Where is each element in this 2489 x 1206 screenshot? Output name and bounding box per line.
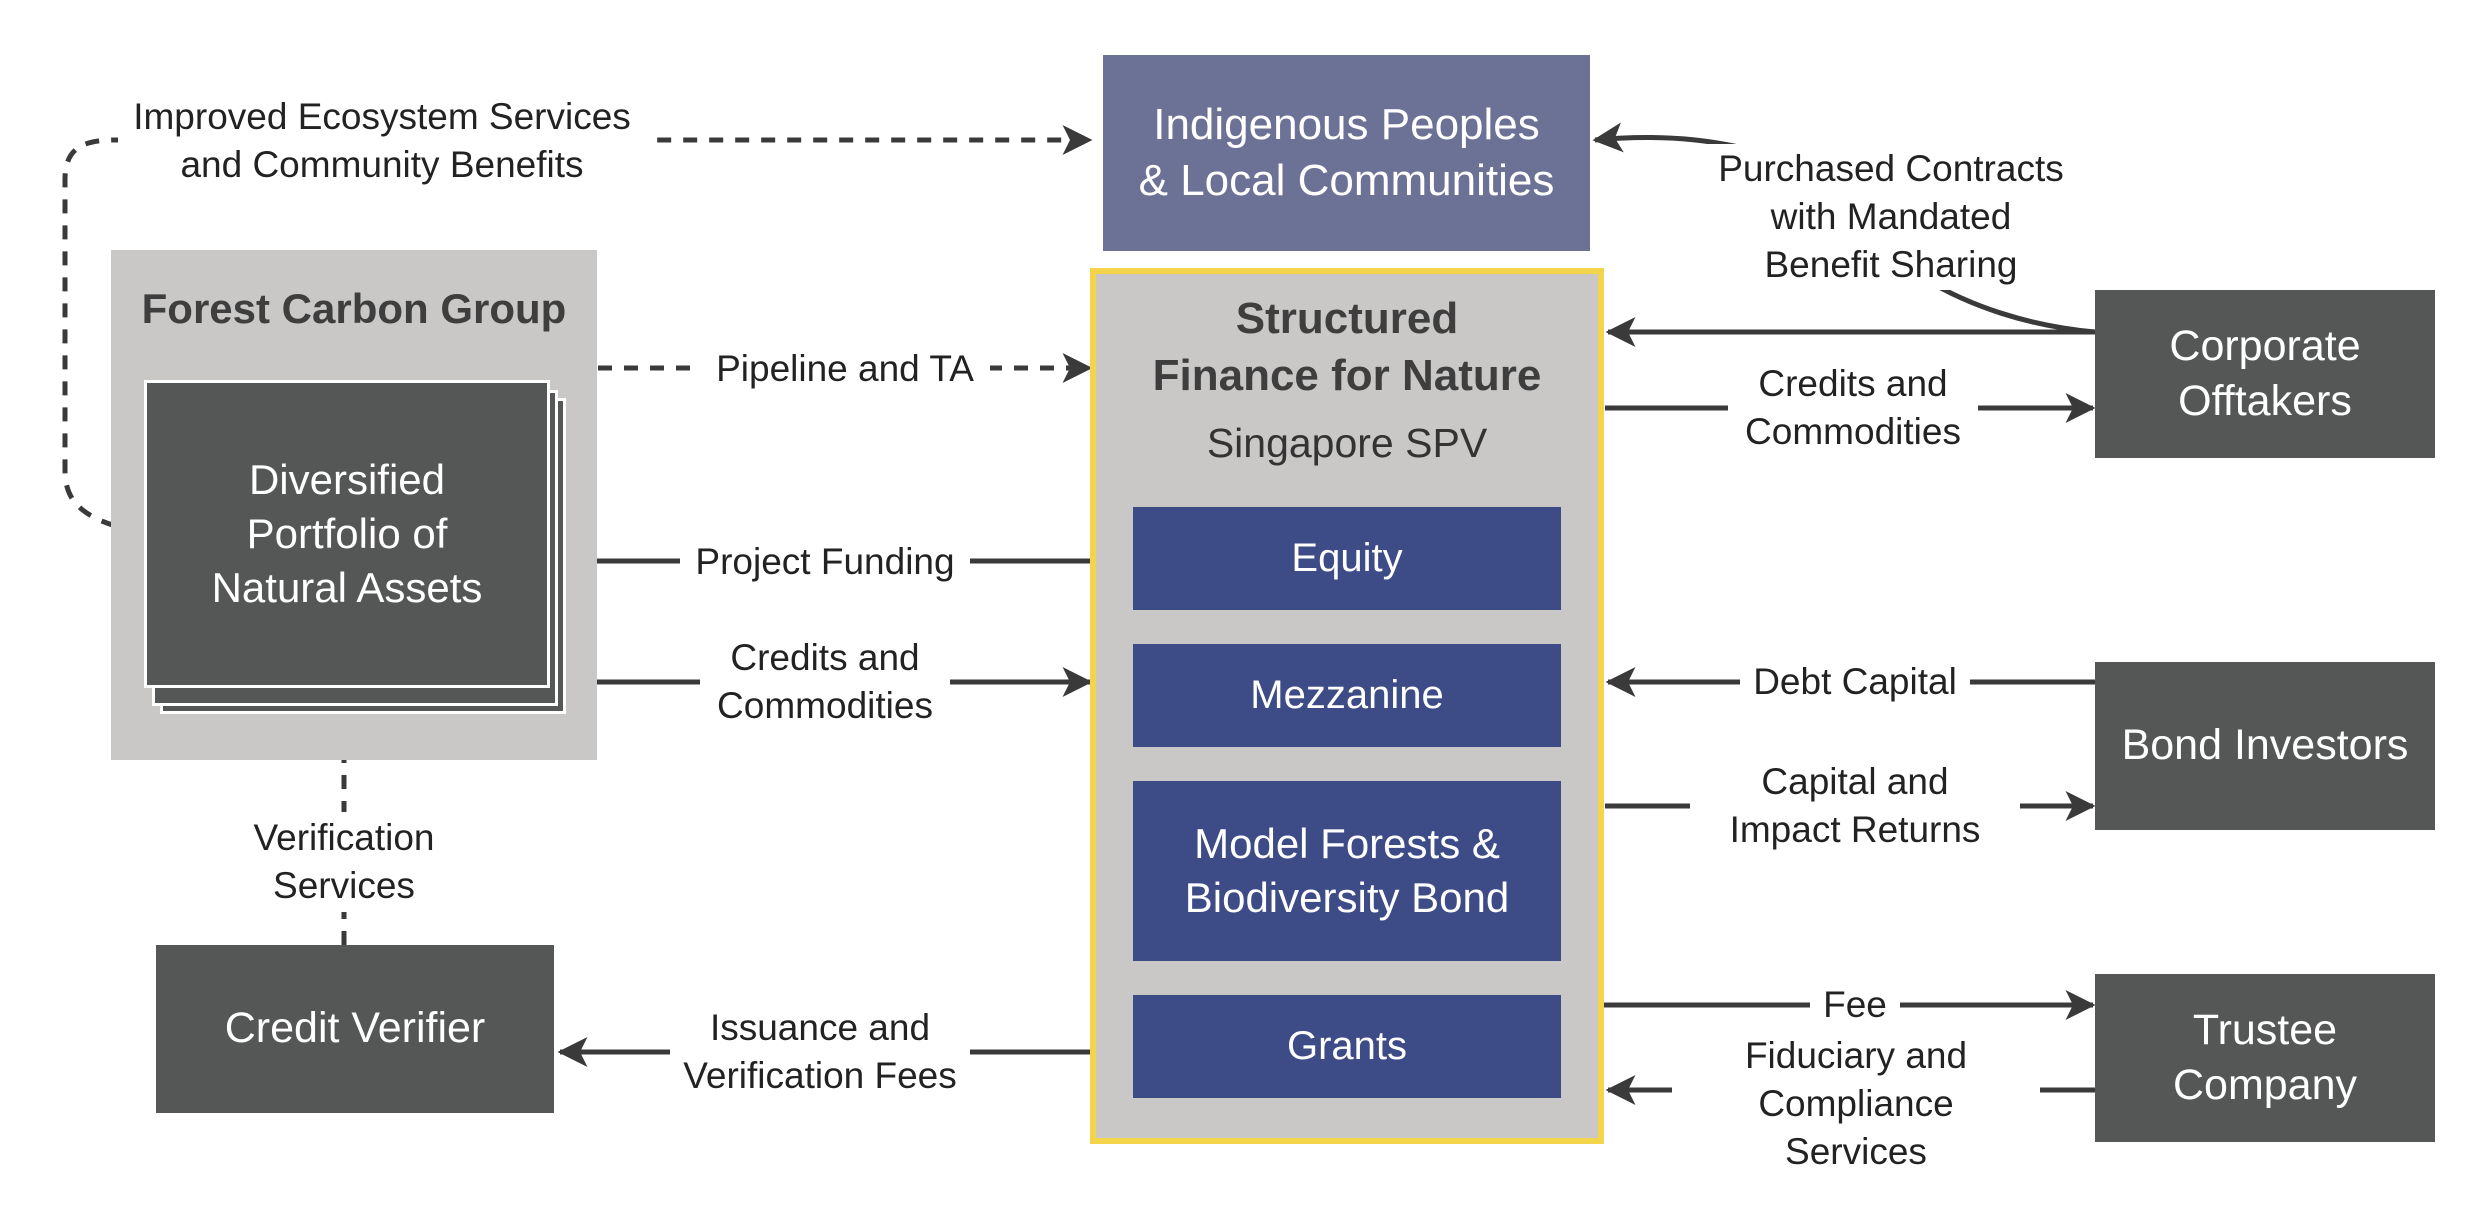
node-trustee-company: Trustee Company bbox=[2095, 974, 2435, 1142]
forest-carbon-group-title: Forest Carbon Group bbox=[141, 285, 567, 332]
tranche-mezzanine-label: Mezzanine bbox=[1250, 672, 1444, 717]
tranche-grants: Grants bbox=[1133, 995, 1561, 1098]
spv-subtitle: Singapore SPV bbox=[1206, 420, 1488, 466]
node-portfolio-label: Diversified Portfolio of Natural Assets bbox=[211, 456, 483, 611]
tranche-bond: Model Forests & Biodiversity Bond bbox=[1133, 781, 1561, 961]
node-iplc: Indigenous Peoples & Local Communities bbox=[1103, 55, 1590, 251]
node-bond-investors-label: Bond Investors bbox=[2121, 721, 2409, 770]
label-fiduciary: Fiduciary and Compliance Services bbox=[1672, 1035, 2040, 1172]
node-credit-verifier-label: Credit Verifier bbox=[224, 1004, 486, 1053]
label-credits-right: Credits and Commodities bbox=[1728, 358, 1978, 458]
tranche-grants-label: Grants bbox=[1286, 1023, 1408, 1068]
node-bond-investors: Bond Investors bbox=[2095, 662, 2435, 830]
node-iplc-label: Indigenous Peoples & Local Communities bbox=[1138, 99, 1555, 205]
label-capital-returns: Capital and Impact Returns bbox=[1690, 756, 2020, 856]
node-credit-verifier: Credit Verifier bbox=[156, 945, 554, 1113]
label-project-funding: Project Funding bbox=[680, 537, 970, 587]
label-pipeline-ta: Pipeline and TA bbox=[700, 344, 990, 394]
node-corporate-offtakers: Corporate Offtakers bbox=[2095, 290, 2435, 458]
label-credits-left: Credits and Commodities bbox=[700, 632, 950, 732]
label-verification-services: Verification Services bbox=[236, 812, 452, 912]
arrow-improved-ecosystem bbox=[62, 125, 1093, 535]
node-corporate-label: Corporate Offtakers bbox=[2169, 321, 2361, 425]
node-trustee-label: Trustee Company bbox=[2172, 1005, 2358, 1109]
tranche-equity-label: Equity bbox=[1291, 535, 1403, 580]
tranche-bond-label: Model Forests & Biodiversity Bond bbox=[1184, 820, 1510, 921]
spv-title: Structured Finance for Nature bbox=[1152, 294, 1542, 401]
tranche-equity: Equity bbox=[1133, 507, 1561, 610]
label-purchased-contracts: Purchased Contracts with Mandated Benefi… bbox=[1706, 144, 2076, 290]
label-improved-ecosystem: Improved Ecosystem Services and Communit… bbox=[118, 92, 646, 190]
label-fee: Fee bbox=[1810, 982, 1900, 1028]
node-portfolio: Diversified Portfolio of Natural Assets bbox=[144, 380, 550, 688]
label-issuance-fees: Issuance and Verification Fees bbox=[670, 1002, 970, 1102]
tranche-mezzanine: Mezzanine bbox=[1133, 644, 1561, 747]
label-debt-capital: Debt Capital bbox=[1740, 657, 1970, 707]
